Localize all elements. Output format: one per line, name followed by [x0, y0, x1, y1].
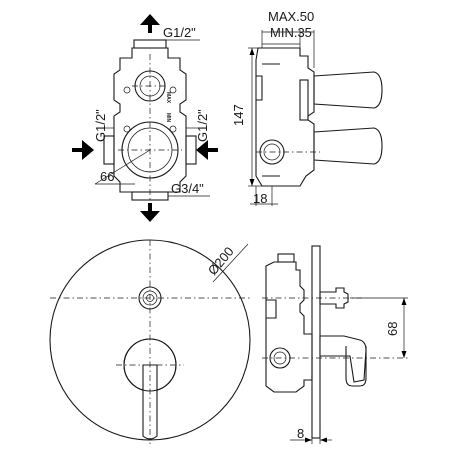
label-18: 18 — [253, 191, 267, 206]
front-view-labels: G1/2" G1/2" G1/2" 66 G3/4" — [93, 25, 210, 197]
flow-arrows — [72, 14, 218, 222]
label-147: 147 — [231, 104, 246, 126]
mark-min: MIN — [165, 113, 171, 123]
arrow-up-icon — [140, 14, 160, 33]
label-66: 66 — [100, 169, 114, 184]
label-g-top: G1/2" — [163, 25, 196, 40]
label-8: 8 — [297, 426, 304, 441]
body-front-view: MAX MIN — [103, 39, 197, 201]
label-g-left: G1/2" — [93, 109, 108, 142]
label-min: MIN.35 — [270, 25, 312, 40]
mark-max: MAX — [165, 92, 171, 104]
side-view-dimensions: 147 MAX.50 MIN.35 18 — [231, 9, 315, 206]
arrow-down-icon — [140, 203, 160, 222]
label-g-right: G1/2" — [195, 109, 210, 142]
label-g-bottom: G3/4" — [171, 181, 204, 196]
cover-plate-front: Ø200 — [49, 239, 251, 444]
arrow-right-icon — [72, 140, 94, 160]
label-68: 68 — [385, 322, 400, 336]
assembly-side-view — [262, 245, 408, 439]
assembly-dimensions: 68 8 — [290, 297, 408, 444]
arrow-left-icon — [196, 140, 218, 160]
body-side-view — [255, 47, 383, 187]
label-max: MAX.50 — [268, 9, 314, 24]
